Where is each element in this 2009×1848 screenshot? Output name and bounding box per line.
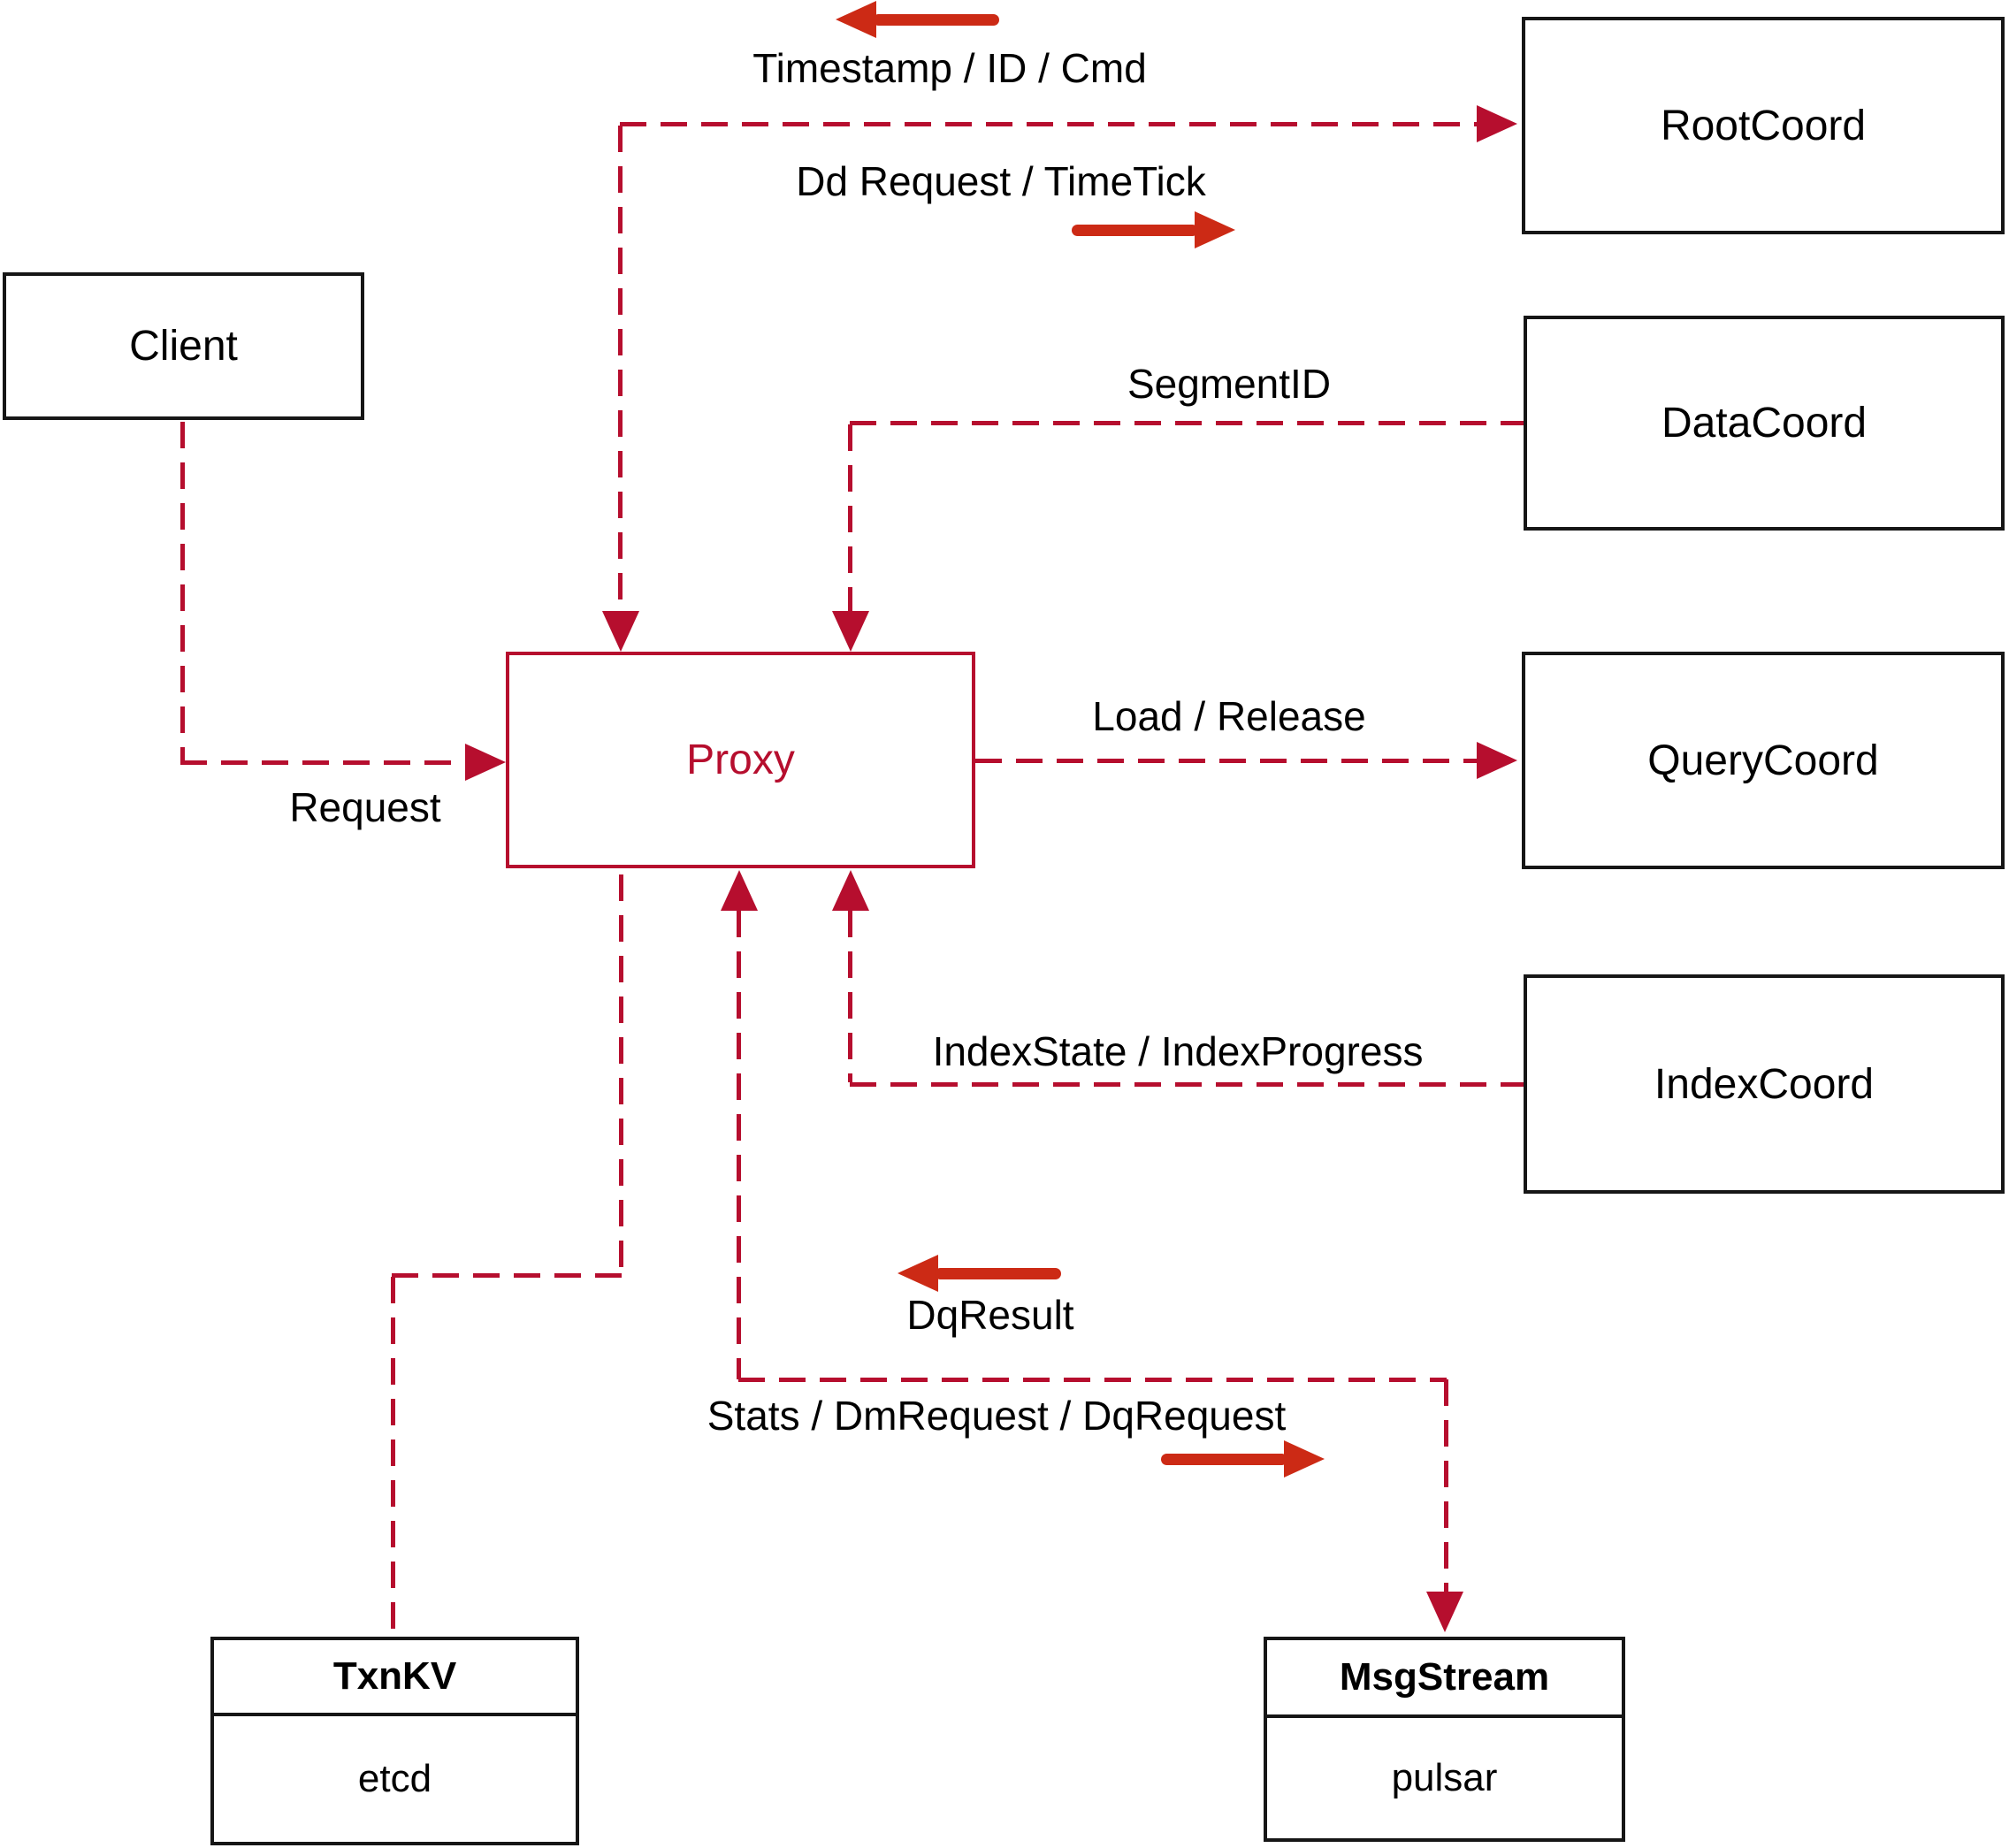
edge-proxy-txnkv-hsegment (392, 1273, 622, 1278)
node-msgstream: MsgStream pulsar (1264, 1637, 1625, 1842)
node-rootcoord: RootCoord (1522, 17, 2005, 234)
node-proxy-label: Proxy (686, 737, 795, 783)
edge-proxy-msgstream-hsegment (738, 1378, 1447, 1382)
edge-indexcoord-proxy-hsegment (850, 1082, 1524, 1087)
edge-proxy-rootcoord-hsegment (620, 122, 1477, 126)
edge-proxy-querycoord-hsegment (975, 759, 1477, 763)
edge-proxy-rootcoord-vsegment (618, 126, 623, 611)
arrowhead-right-icon (465, 744, 506, 781)
arrowhead-up-icon (832, 870, 869, 911)
node-rootcoord-label: RootCoord (1660, 102, 1867, 149)
node-client-label: Client (129, 323, 238, 370)
edge-indexcoord-proxy-vsegment (848, 911, 852, 1082)
arrowhead-down-icon (832, 611, 869, 652)
flow-direction-right-icon (1161, 1440, 1325, 1478)
node-client: Client (3, 272, 364, 420)
edge-label-stats: Stats / DmRequest / DqRequest (707, 1393, 1287, 1439)
node-querycoord-label: QueryCoord (1647, 737, 1879, 784)
arrowhead-up-icon (721, 870, 758, 911)
edge-datacoord-proxy-vsegment (848, 424, 852, 611)
edge-label-timestamp: Timestamp / ID / Cmd (752, 45, 1147, 91)
arrowhead-right-icon (1477, 105, 1517, 142)
node-txnkv-impl: etcd (357, 1757, 432, 1800)
node-msgstream-impl: pulsar (1391, 1756, 1498, 1799)
edge-label-dq-result: DqResult (906, 1292, 1074, 1338)
edge-client-proxy-hsegment (180, 760, 465, 765)
node-querycoord: QueryCoord (1522, 652, 2005, 869)
node-msgstream-title: MsgStream (1267, 1640, 1622, 1718)
edge-proxy-msgstream-vsegment1 (737, 911, 741, 1379)
edge-proxy-txnkv-vsegment1 (619, 874, 623, 1275)
flow-direction-left-icon (898, 1255, 1061, 1292)
arrowhead-down-icon (602, 611, 639, 652)
node-txnkv-title: TxnKV (214, 1640, 576, 1716)
edge-datacoord-proxy-hsegment (850, 421, 1524, 425)
edge-label-index-state: IndexState / IndexProgress (932, 1028, 1424, 1074)
node-txnkv: TxnKV etcd (210, 1637, 579, 1845)
edge-label-segment-id: SegmentID (1127, 361, 1332, 407)
node-datacoord-label: DataCoord (1661, 400, 1868, 447)
edge-label-request: Request (289, 784, 441, 830)
edge-proxy-msgstream-vsegment2 (1444, 1379, 1448, 1592)
node-proxy: Proxy (506, 652, 975, 868)
node-indexcoord-label: IndexCoord (1654, 1060, 1875, 1108)
flow-direction-left-icon (836, 1, 999, 38)
arrowhead-right-icon (1477, 742, 1517, 779)
flow-direction-right-icon (1072, 211, 1235, 248)
edge-label-load-release: Load / Release (1092, 693, 1366, 739)
node-datacoord: DataCoord (1524, 316, 2005, 531)
arrowhead-down-icon (1426, 1592, 1463, 1632)
edge-client-proxy-vsegment (180, 422, 185, 762)
node-indexcoord: IndexCoord (1524, 974, 2005, 1194)
edge-label-dd-request: Dd Request / TimeTick (796, 158, 1206, 204)
edge-proxy-txnkv-vsegment2 (391, 1277, 395, 1637)
